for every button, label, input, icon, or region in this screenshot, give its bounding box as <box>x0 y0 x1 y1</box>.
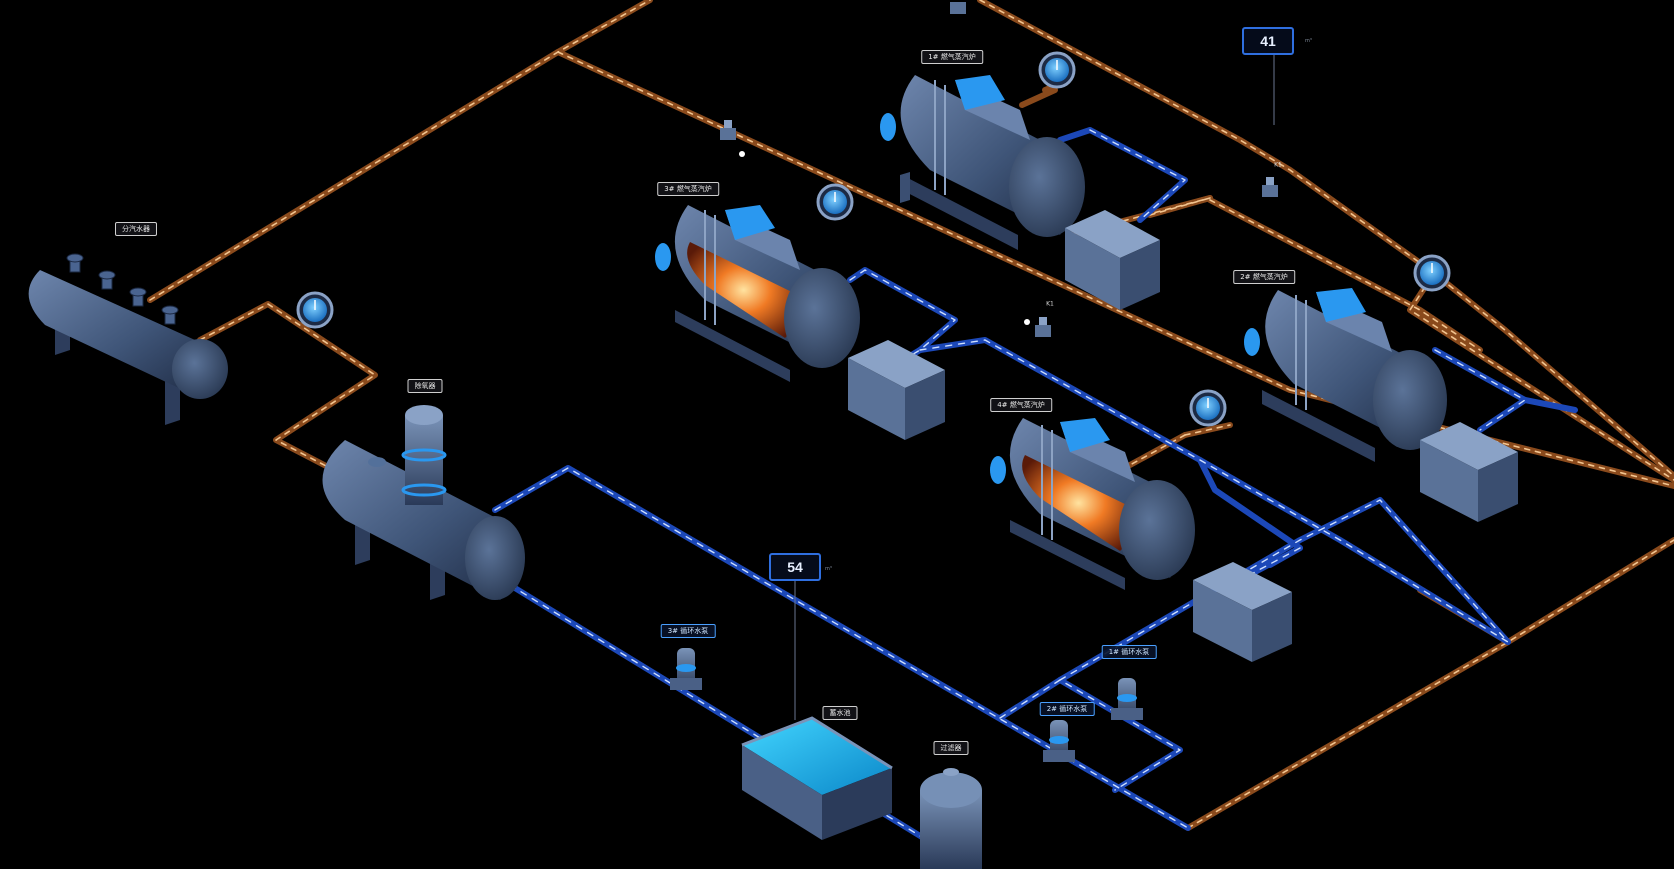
control-unit-4[interactable] <box>1193 562 1292 662</box>
valve-icon[interactable] <box>950 2 966 14</box>
label-boiler-1: 1# 燃气蒸汽炉 <box>921 50 983 64</box>
control-unit-3[interactable] <box>848 340 945 440</box>
readout-top-value[interactable]: 41 <box>1242 27 1294 55</box>
valve-label-k1-upper: K1 <box>1274 161 1282 169</box>
deaerator-tank[interactable] <box>322 405 526 600</box>
label-boiler-2: 2# 燃气蒸汽炉 <box>1233 270 1295 284</box>
valve-label-k1-lower: K1 <box>1046 300 1054 308</box>
pump-icon[interactable] <box>1111 678 1143 720</box>
label-pump-3: 3# 循环水泵 <box>660 624 716 638</box>
label-pump-1: 1# 循环水泵 <box>1101 645 1157 659</box>
label-boiler-4: 4# 燃气蒸汽炉 <box>990 398 1052 412</box>
valve-icon[interactable] <box>720 120 745 157</box>
label-filter: 过滤器 <box>933 741 969 755</box>
valve-icon[interactable] <box>1024 317 1051 337</box>
boiler-1[interactable] <box>880 75 1085 250</box>
pump-icon[interactable] <box>670 648 702 690</box>
label-deaerator: 除氧器 <box>407 379 443 393</box>
label-distributor: 分汽水器 <box>115 222 157 236</box>
label-boiler-3: 3# 燃气蒸汽炉 <box>657 182 719 196</box>
boiler-3[interactable] <box>655 205 860 382</box>
boiler-4[interactable] <box>990 418 1195 590</box>
boiler-2[interactable] <box>1244 288 1447 462</box>
pump-icon[interactable] <box>1043 720 1075 762</box>
steam-distributor[interactable] <box>28 253 228 425</box>
filter-tank[interactable] <box>920 768 982 869</box>
pressure-gauge-icon <box>1189 389 1227 427</box>
valve-icon[interactable] <box>1262 177 1278 197</box>
label-pump-2: 2# 循环水泵 <box>1039 702 1095 716</box>
label-water-tank: 蓄水池 <box>822 706 858 720</box>
water-tank[interactable] <box>741 716 893 840</box>
readout-tank-unit: m³ <box>825 566 832 572</box>
pressure-gauge-icon <box>816 183 854 221</box>
pressure-gauge-icon <box>1413 254 1451 292</box>
control-unit-1[interactable] <box>1065 210 1160 310</box>
pressure-gauge-icon <box>1038 51 1076 89</box>
readout-top-unit: m³ <box>1305 38 1312 44</box>
pressure-gauge-icon <box>296 291 334 329</box>
control-unit-2[interactable] <box>1420 422 1518 522</box>
readout-tank-value[interactable]: 54 <box>769 553 821 581</box>
